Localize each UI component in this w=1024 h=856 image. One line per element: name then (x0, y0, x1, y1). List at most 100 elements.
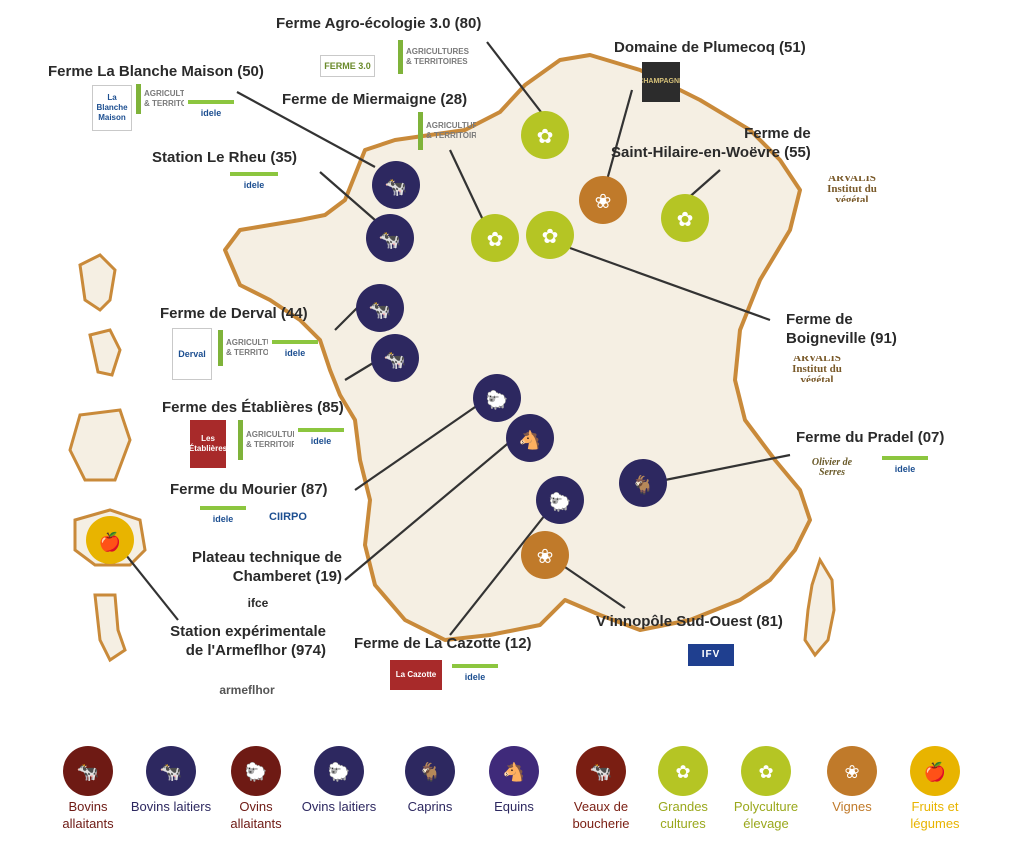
svg-text:✿: ✿ (537, 124, 554, 148)
svg-text:🐄: 🐄 (77, 762, 99, 783)
farm-name: Station expérimentale de l'Armeflhor (97… (156, 622, 326, 660)
agricultures-territoires-logo: AGRICULTURES & TERRITOIRES (218, 330, 268, 366)
farm-name: Ferme de Boigneville (91) (786, 310, 897, 348)
svg-text:🐑: 🐑 (328, 761, 350, 783)
overseas-guyane (68, 408, 132, 482)
marker-horses (506, 414, 554, 462)
farm-name-line1: Station expérimentale (170, 623, 326, 640)
overseas-guadeloupe (78, 253, 117, 312)
svg-text:❀: ❀ (595, 189, 612, 213)
farm-name: Ferme de La Cazotte (12) (354, 635, 532, 652)
idele-logo: idele (230, 172, 278, 194)
svg-text:🐴: 🐴 (503, 761, 525, 783)
svg-text:🍎: 🍎 (924, 761, 946, 783)
svg-text:🐐: 🐐 (632, 474, 654, 496)
la-blanche-maison-logo: La Blanche Maison (92, 85, 132, 131)
agricultures-territoires-logo: AGRICULTURES & TERRITOIRES (398, 40, 476, 74)
legend-label: Equins (494, 799, 534, 814)
arvalis-logo: ARVALIS Institut du végétal (792, 356, 842, 382)
farm-markers: ✿ ❀ 🐄 🐄 ✿ ✿ ✿ 🐄 🐄 🐑 🐴 🐐 🐑 ❀ 🍎 (86, 111, 709, 579)
armeflhor-logo: armeflhor (219, 683, 275, 697)
idele-logo: idele (452, 664, 498, 686)
marker-dairy-sheep (473, 374, 521, 422)
idele-logo: idele (298, 428, 344, 450)
farm-name-line1: Ferme de (744, 125, 811, 142)
svg-text:🐄: 🐄 (160, 762, 182, 783)
svg-text:🍎: 🍎 (99, 531, 121, 553)
la-cazotte-logo: La Cazotte (390, 660, 442, 690)
marker-dairy-cows (356, 284, 404, 332)
olivier-de-serres-logo: Olivier de Serres (811, 457, 853, 478)
marker-mixed (661, 194, 709, 242)
idele-logo: idele (272, 340, 318, 362)
farm-name: Station Le Rheu (35) (152, 149, 298, 166)
svg-text:🐄: 🐄 (379, 230, 401, 251)
idele-logo: idele (882, 456, 928, 478)
marker-dairy-sheep (536, 476, 584, 524)
legend-label: Grandes cultures (658, 799, 708, 831)
svg-text:🐄: 🐄 (385, 177, 407, 198)
marker-crops (521, 111, 569, 159)
legend-circles (63, 746, 960, 796)
farm-name: V'innopôle Sud-Ouest (81) (596, 613, 783, 630)
farm-name: Ferme des Établières (85) (162, 399, 344, 416)
idele-logo: idele (200, 506, 246, 528)
legend-circle (405, 746, 455, 796)
legend-circle (231, 746, 281, 796)
champagne-logo: CHAMPAGNE (642, 62, 680, 102)
legend-circle (910, 746, 960, 796)
marker-dairy-cows (366, 214, 414, 262)
farm-name-line2: Boigneville (91) (786, 330, 897, 347)
marker-dairy-cows (371, 334, 419, 382)
farm-name-line1: Ferme de (786, 311, 853, 328)
overseas-martinique (88, 328, 122, 377)
marker-goats (619, 459, 667, 507)
legend-label: Veaux de boucherie (572, 799, 630, 831)
svg-text:✿: ✿ (542, 224, 559, 248)
farm-name: Ferme de Miermaigne (28) (282, 91, 468, 108)
svg-text:🐑: 🐑 (245, 761, 267, 783)
marker-fruit (86, 516, 134, 564)
legend-label: Ovins allaitants (230, 799, 282, 831)
farm-name-line1: Plateau technique de (191, 549, 342, 566)
corsica-outline (803, 556, 836, 658)
svg-text:✿: ✿ (758, 762, 773, 783)
legend-circle (489, 746, 539, 796)
farm-name: Ferme du Mourier (87) (170, 481, 328, 498)
legend-circle (576, 746, 626, 796)
agricultures-territoires-logo: AGRICULTURES & TERRITOIRES (238, 420, 294, 460)
legend-circle (741, 746, 791, 796)
svg-text:✿: ✿ (675, 762, 690, 783)
legend-label: Caprins (407, 799, 453, 814)
farm-name: Ferme Agro-écologie 3.0 (80) (276, 15, 482, 32)
svg-text:✿: ✿ (677, 207, 694, 231)
marker-dairy-cows (372, 161, 420, 209)
svg-text:🐄: 🐄 (590, 762, 612, 783)
svg-text:🐑: 🐑 (486, 389, 508, 411)
derval-logo: Derval (172, 328, 212, 380)
overseas-mayotte (93, 593, 127, 663)
leader-lines (117, 41, 791, 636)
legend-label: Vignes (832, 799, 872, 814)
arvalis-logo: ARVALIS Institut du végétal (827, 176, 877, 202)
legend-label: Bovins allaitants (62, 799, 114, 831)
marker-crops (471, 214, 519, 262)
farm-name-line2: Chamberet (19) (232, 568, 342, 585)
agricultures-territoires-logo: AGRICULTURES & TERRITOIRES (136, 84, 184, 114)
idele-logo: idele (188, 100, 234, 122)
ifv-logo: IFV (688, 644, 734, 666)
svg-text:🐐: 🐐 (419, 761, 441, 783)
legend-circle (314, 746, 364, 796)
legend-circle (658, 746, 708, 796)
svg-text:🐴: 🐴 (519, 429, 541, 451)
ciirpo-logo: CIIRPO (269, 511, 307, 523)
agricultures-territoires-logo: AGRICULTURES & TERRITOIRES (418, 112, 476, 150)
farm-name: Domaine de Plumecoq (51) (614, 39, 806, 56)
legend-glyphs: 🐄 🐄 🐑 🐑 🐐 🐴 🐄 ✿ ✿ ❀ 🍎 (77, 761, 946, 783)
legend-label: Polyculture élevage (733, 799, 799, 831)
legend-label: Bovins laitiers (130, 799, 212, 814)
farm-name: Ferme de Derval (44) (160, 305, 308, 322)
farm-name-line2: Saint-Hilaire-en-Woëvre (55) (611, 144, 811, 161)
marker-vines (521, 531, 569, 579)
